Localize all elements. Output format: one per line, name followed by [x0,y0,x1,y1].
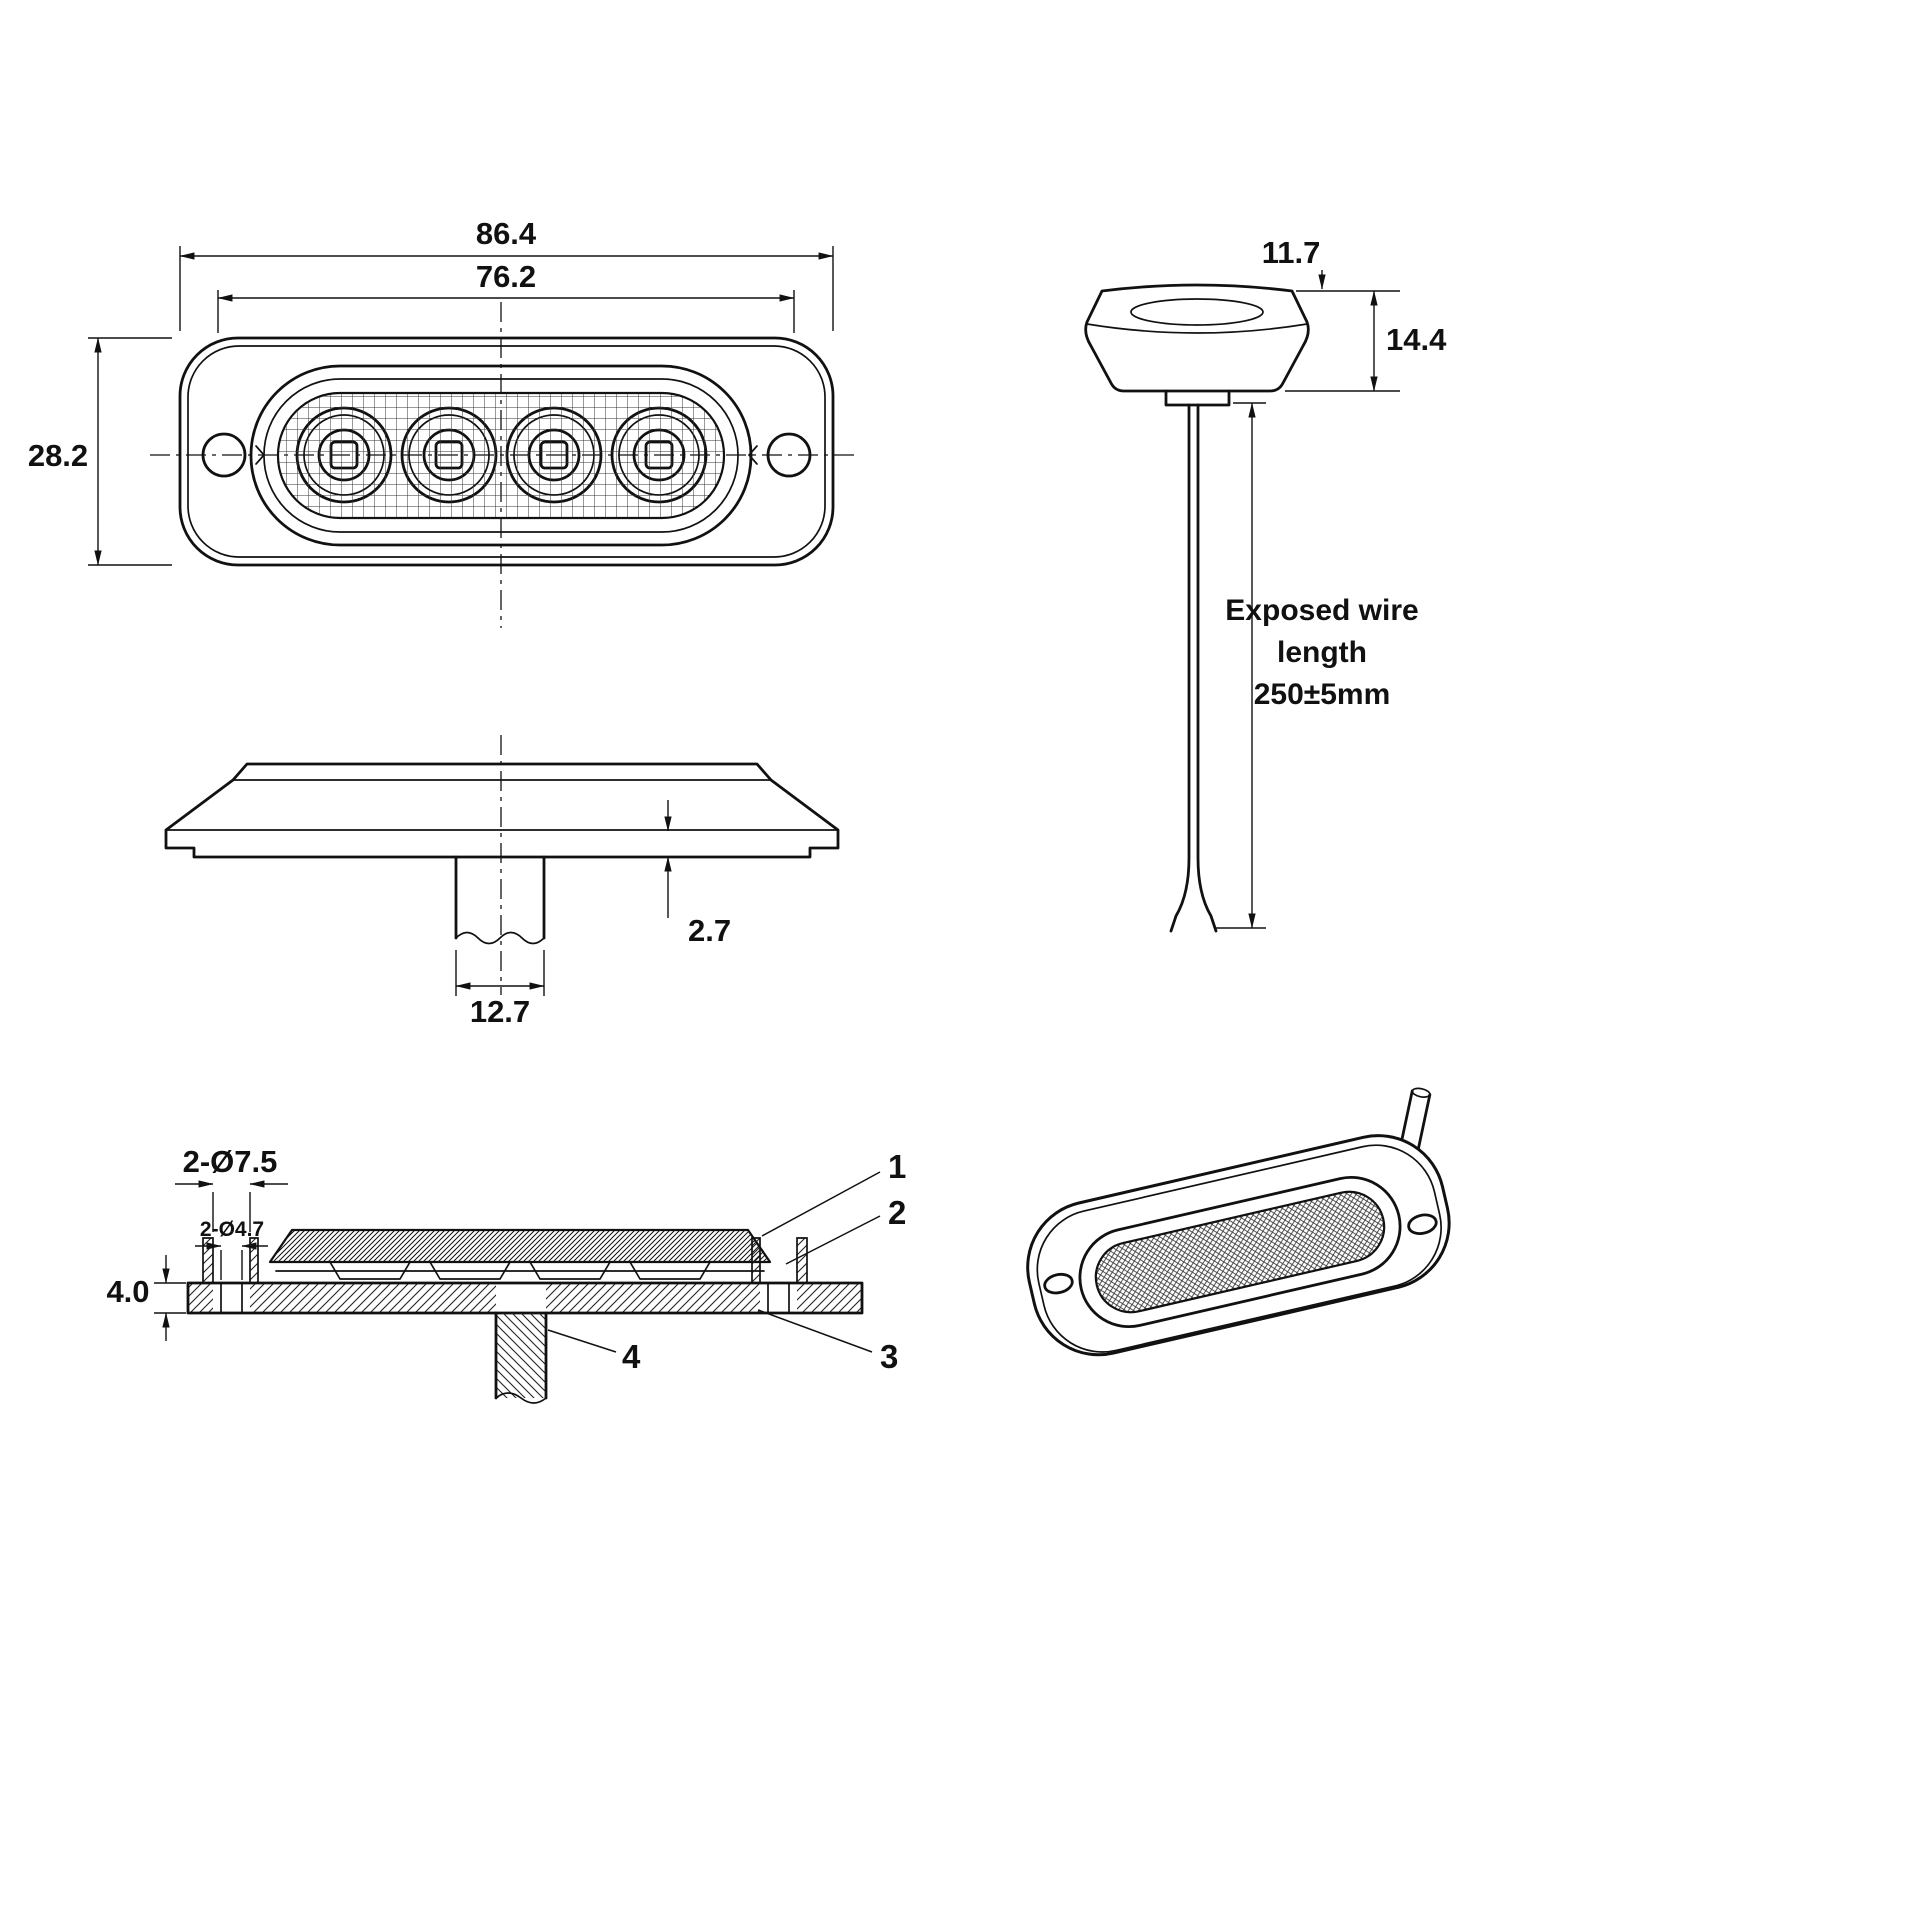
boss-right-wall-b [796,1237,808,1284]
dim-wire-length: Exposed wire length 250±5mm [1214,402,1419,929]
stub-break-line [455,931,545,945]
base-hatch-4 [797,1283,862,1313]
housing-inner-outline [187,345,826,558]
dim-overall-width-label: 86.4 [476,216,537,251]
iso-inner-edge [1036,1144,1442,1353]
dim-base-thickness: 4.0 [106,1255,186,1341]
section-view: 2-Ø7.5 2-Ø4.7 4.0 1 2 3 4 [106,1144,906,1404]
profile-lens-top [1130,298,1264,326]
post-hatch [496,1313,546,1398]
profile-neck [1164,389,1231,407]
optic-bump-3 [529,1261,611,1280]
boss-left-wall-b [249,1237,259,1284]
optic-bump-4 [629,1261,711,1280]
wire-note-line1: Exposed wire [1225,594,1418,627]
boss-right-wall-a [751,1237,761,1284]
mount-hole-left [201,432,247,478]
optic-bump-2 [429,1261,511,1280]
dim-cap-height: 11.7 [1262,235,1326,290]
housing-outline [178,336,835,567]
optic-bump-1 [329,1261,411,1280]
callout-1: 1 [761,1148,906,1237]
callout-2: 2 [785,1194,906,1265]
dim-lip: 2.7 [664,800,731,948]
dim-through-hole-label: 2-Ø4.7 [200,1218,264,1241]
lens-section [268,1228,772,1264]
dim-connector: 12.7 [455,950,545,1029]
dim-profile-height: 14.4 [1285,290,1447,392]
iso-housing [1026,1134,1451,1357]
dim-through-hole: 2-Ø4.7 [195,1218,268,1280]
wire-note-line2: length [1277,636,1367,669]
bezel-outer [249,364,753,547]
dim-inner-width: 76.2 [217,259,795,333]
profile-view: 11.7 14.4 Exposed wire length 250±5mm [1084,235,1447,933]
dim-cap-label: 11.7 [1262,235,1321,270]
wire-left [1169,403,1191,933]
dim-connector-label: 12.7 [470,994,530,1029]
callout-4-label: 4 [622,1338,641,1375]
base-hatch-3 [546,1283,760,1313]
base-hatch-2 [250,1283,496,1313]
mount-hole-right [766,432,812,478]
callout-1-label: 1 [888,1148,906,1185]
dim-base-thickness-label: 4.0 [106,1274,149,1309]
wire-right [1196,403,1218,933]
post-break-line [495,1392,547,1404]
dim-lip-label: 2.7 [688,913,731,948]
iso-bezel [1078,1175,1402,1329]
dim-profile-height-label: 14.4 [1386,322,1447,357]
callout-3-label: 3 [880,1338,898,1375]
iso-mount-hole-left [1043,1272,1074,1295]
notch-right [748,445,758,465]
bezel-inner [263,378,739,533]
dim-inner-width-label: 76.2 [476,259,536,294]
front-view: 86.4 76.2 28.2 [28,216,858,628]
lens-mesh [276,391,726,520]
dim-overall-width: 86.4 [179,216,834,331]
boss-left-wall-a [202,1237,214,1284]
base-hatch-1 [188,1283,213,1313]
iso-lens [1094,1190,1386,1314]
profile-body [1084,283,1310,393]
iso-mount-hole-right [1407,1213,1438,1235]
dim-counterbore: 2-Ø7.5 [175,1144,288,1232]
side-body [164,762,840,859]
callout-3: 3 [757,1309,898,1375]
dim-height-label: 28.2 [28,438,88,473]
through-holes [220,1282,790,1314]
side-view: 2.7 12.7 [164,735,840,1029]
dim-height: 28.2 [28,337,172,566]
isometric-view [1026,1087,1451,1357]
callout-2-label: 2 [888,1194,906,1231]
wire-note-line3: 250±5mm [1254,678,1391,711]
callout-4: 4 [547,1329,641,1375]
dim-counterbore-label: 2-Ø7.5 [183,1144,278,1179]
profile-seam [1086,323,1308,334]
